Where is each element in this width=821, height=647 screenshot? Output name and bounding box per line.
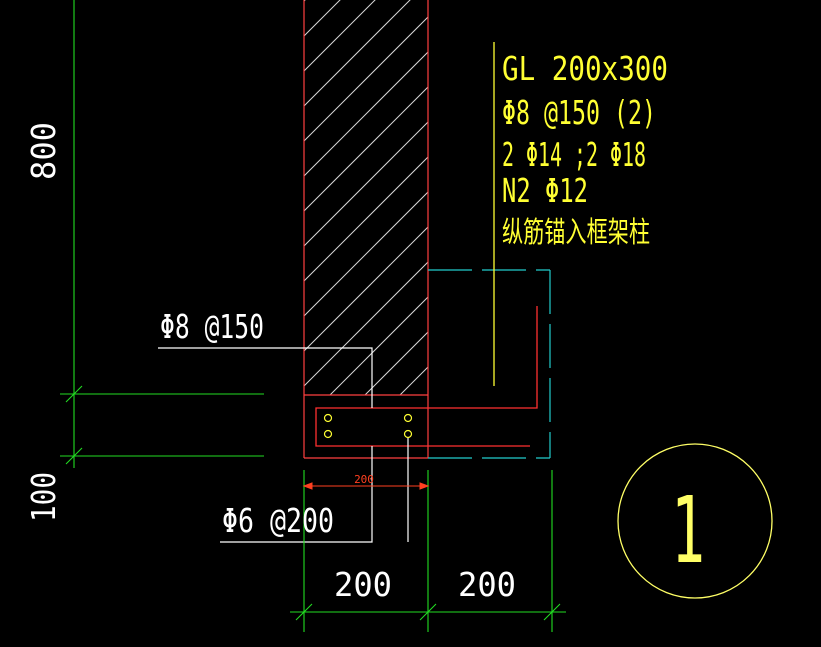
hatch-line <box>304 191 428 317</box>
small-dimension-label: 200 <box>354 473 374 486</box>
wall-hatch <box>304 0 428 395</box>
beam-note-line4: N2 Φ12 <box>502 171 588 210</box>
beam-note-line3: 2 Φ14 ;2 Φ18 <box>502 135 646 174</box>
dimension-label-bottom-left: 200 <box>334 565 392 604</box>
hatch-line <box>304 226 428 352</box>
stirrup-bottom-label: Φ6 @200 <box>222 501 334 540</box>
hatch-line <box>304 121 428 247</box>
beam-note: GL 200x300 Φ8 @150 (2) 2 Φ14 ;2 Φ18 N2 Φ… <box>502 49 668 249</box>
stirrup-top-label: Φ8 @150 <box>160 307 264 346</box>
beam-outline-dashed <box>428 269 551 459</box>
rebar-lines <box>315 306 538 447</box>
detail-marker-circle <box>617 443 773 599</box>
beam-note-line1: GL 200x300 <box>502 49 668 88</box>
hatch-line <box>399 366 428 395</box>
hatch-line <box>304 16 428 142</box>
hatch-line <box>329 296 428 395</box>
detail-marker: 1 <box>617 443 773 599</box>
dimension-label-800: 800 <box>24 122 63 180</box>
beam-note-line2: Φ8 @150 (2) <box>502 93 656 132</box>
wall-outline <box>303 0 429 459</box>
dimension-label-bottom-right: 200 <box>458 565 516 604</box>
hatch-line <box>304 51 428 177</box>
small-dimension <box>302 482 430 490</box>
beam-note-line5: 纵筋锚入框架柱 <box>502 215 650 249</box>
hatch-line <box>364 331 428 395</box>
dimension-label-100: 100 <box>24 472 63 522</box>
hatch-line <box>304 0 411 107</box>
hatch-line <box>304 261 428 387</box>
leader-lines <box>158 347 409 543</box>
detail-marker-number: 1 <box>671 477 705 584</box>
hatch-line <box>304 86 428 212</box>
hatch-line <box>304 0 376 72</box>
dimension-lines <box>60 0 566 632</box>
hatch-line <box>304 156 428 282</box>
hatch-line <box>304 0 341 37</box>
rebar-dots <box>323 413 413 439</box>
